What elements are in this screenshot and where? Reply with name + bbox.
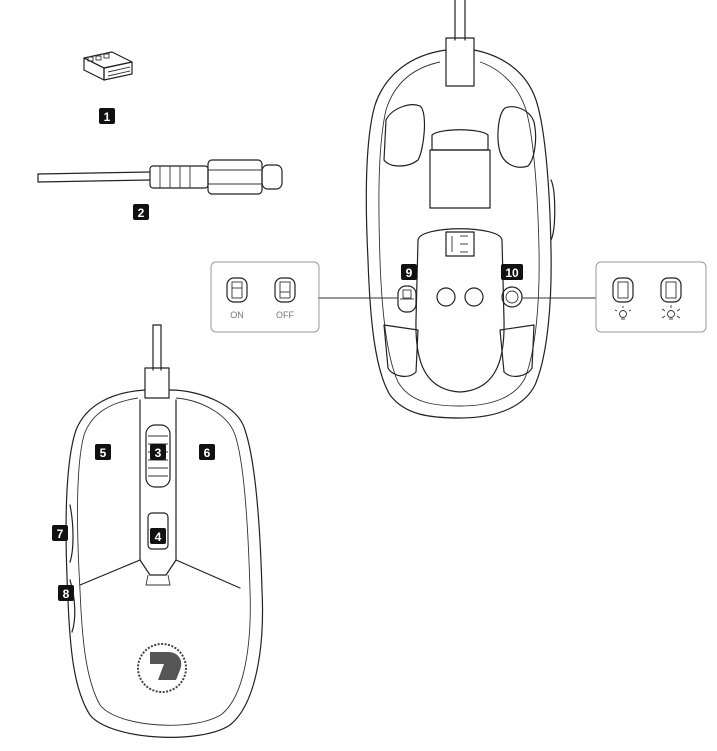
- light-switch-bright-icon: [660, 277, 682, 303]
- callout-1: 1: [99, 108, 115, 124]
- power-switch: [397, 285, 417, 313]
- svg-text:4: 4: [155, 530, 162, 544]
- callout-7: 7: [52, 525, 68, 541]
- mouse-top-view: [65, 324, 264, 738]
- bulb-dim-icon: [614, 306, 632, 320]
- callout-4: 4: [150, 528, 166, 544]
- svg-text:1: 1: [104, 110, 111, 124]
- callout-5: 5: [95, 444, 111, 460]
- light-mode-inset: [595, 261, 707, 333]
- light-button: [501, 286, 523, 308]
- svg-text:7: 7: [57, 527, 64, 541]
- off-label: OFF: [276, 310, 294, 320]
- svg-text:10: 10: [505, 266, 519, 280]
- light-switch-dim-icon: [612, 277, 634, 303]
- callout-2: 2: [133, 204, 149, 220]
- svg-text:3: 3: [155, 446, 162, 460]
- svg-text:9: 9: [406, 266, 413, 280]
- callout-3: 3: [150, 444, 166, 460]
- callout-8: 8: [58, 585, 74, 601]
- callout-9: 9: [401, 264, 417, 280]
- callout-10: 10: [501, 264, 523, 280]
- usb-c-cable: [37, 159, 283, 195]
- power-switch-inset: ON OFF: [210, 261, 320, 333]
- svg-text:8: 8: [63, 587, 70, 601]
- usb-receiver: [83, 51, 133, 81]
- on-label: ON: [230, 310, 244, 320]
- brand-logo: [137, 643, 187, 693]
- mouse-bottom-view: [365, 0, 556, 419]
- callout-6: 6: [199, 444, 215, 460]
- bulb-bright-icon: [661, 305, 681, 320]
- switch-on-icon: [226, 277, 248, 303]
- svg-text:5: 5: [100, 446, 107, 460]
- svg-text:6: 6: [204, 446, 211, 460]
- switch-off-icon: [274, 277, 296, 303]
- svg-text:2: 2: [138, 206, 145, 220]
